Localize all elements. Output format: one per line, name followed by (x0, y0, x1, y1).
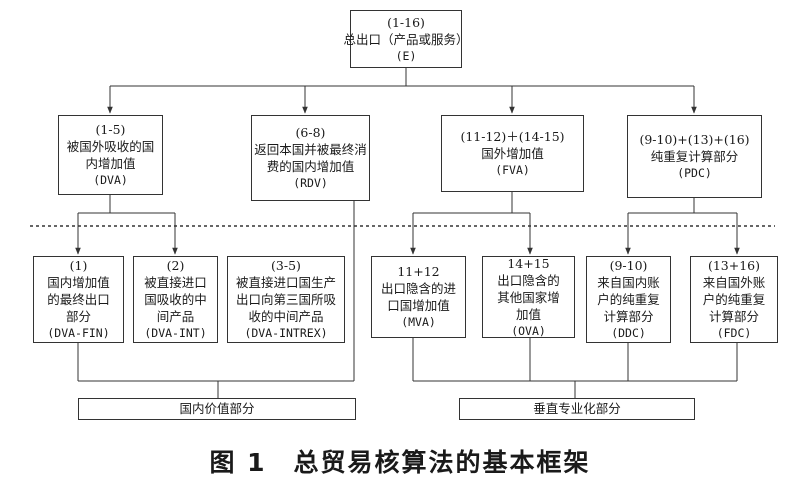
group-domestic-value: 国内价值部分 (78, 398, 356, 420)
node-range: (1-16) (387, 14, 425, 30)
node-text-line: 部分 (65, 309, 91, 324)
node-text-line: 国吸收的中 (144, 292, 207, 307)
node-text-line: 口国增加值 (387, 298, 450, 313)
node-text-line: (9-10) (609, 258, 648, 273)
node-code: (OVA) (511, 323, 546, 338)
node-text-line: 收的中间产品 (248, 309, 324, 324)
node-fdc: (13+16) 来自国外账 户的纯重复 计算部分 (FDC) (690, 256, 778, 343)
node-text-line: 计算部分 (708, 309, 759, 324)
node-dva-intrex: (3-5) 被直接进口国生产 出口向第三国所吸 收的中间产品 (DVA-INTR… (227, 256, 345, 343)
node-dva-fin: (1) 国内增加值 的最终出口 部分 (DVA-FIN) (33, 256, 124, 343)
node-text-line: 纯重复计算部分 (650, 149, 739, 164)
node-mva: 11+12 出口隐含的进 口国增加值 (MVA) (371, 256, 466, 338)
node-text-line: (13+16) (707, 258, 761, 273)
node-code: (RDV) (293, 176, 328, 190)
node-text-line: 的最终出口 (47, 292, 110, 307)
node-code: (PDC) (677, 166, 712, 180)
node-code: (E) (395, 48, 417, 63)
node-text-line: 来自国内账 (597, 275, 660, 290)
node-text-line: 出口隐含的进 (380, 281, 456, 296)
node-code: (FDC) (716, 326, 752, 340)
node-ova: 14+15 出口隐含的 其他国家增 加值 (OVA) (482, 256, 575, 338)
node-total-exports: (1-16) 总出口（产品或服务） (E) (344, 10, 469, 68)
node-text-line: 户的纯重复 (702, 292, 766, 307)
node-code: (DVA-FIN) (47, 326, 110, 340)
node-text-line: (11-12)＋(14-15) (460, 129, 565, 144)
node-text-line: 11+12 (397, 264, 440, 279)
node-text-line: 计算部分 (603, 309, 654, 324)
node-text-line: 费的国内增加值 (266, 159, 355, 174)
node-text-line: (9-10)+(13)+(16) (639, 132, 750, 147)
node-pdc: (9-10)+(13)+(16) 纯重复计算部分 (PDC) (627, 115, 762, 198)
node-text-line: (2) (166, 258, 185, 273)
node-code: (DVA) (93, 173, 128, 187)
node-dva: (1-5) 被国外吸收的国 内增加值 (DVA) (58, 115, 163, 195)
node-text-line: (6-8) (295, 125, 326, 140)
node-dva-int: (2) 被直接进口 国吸收的中 间产品 (DVA-INT) (133, 256, 218, 343)
node-code: (DVA-INT) (144, 326, 207, 340)
node-text-line: 出口向第三国所吸 (235, 292, 336, 307)
node-code: (FVA) (495, 163, 530, 177)
node-text-line: 出口隐含的 (497, 272, 560, 288)
node-code: (DDC) (611, 326, 646, 340)
node-code: (DVA-INTREX) (244, 326, 328, 340)
node-text-line: (3-5) (271, 258, 301, 273)
node-code: (MVA) (401, 315, 436, 329)
node-text-line: 被直接进口 (144, 275, 207, 290)
node-text-line: 户的纯重复 (597, 292, 660, 307)
node-rdv: (6-8) 返回本国并被最终消 费的国内增加值 (RDV) (251, 115, 370, 201)
node-text-line: 间产品 (156, 309, 195, 324)
node-label: 总出口（产品或服务） (343, 31, 469, 47)
node-fva: (11-12)＋(14-15) 国外增加值 (FVA) (441, 115, 584, 192)
node-text-line: 被直接进口国生产 (235, 275, 336, 290)
figure-caption: 图 1 总贸易核算法的基本框架 (209, 448, 591, 477)
group-vertical-specialization: 垂直专业化部分 (459, 398, 695, 420)
node-text-line: 被国外吸收的国 (66, 139, 155, 154)
node-text-line: 加值 (515, 306, 541, 322)
node-text-line: (1-5) (95, 122, 126, 137)
node-text-line: 国内增加值 (47, 275, 110, 290)
node-text-line: 返回本国并被最终消 (254, 142, 367, 157)
node-text-line: 内增加值 (85, 156, 136, 171)
node-ddc: (9-10) 来自国内账 户的纯重复 计算部分 (DDC) (586, 256, 671, 343)
node-text-line: 国外增加值 (481, 146, 544, 161)
node-text-line: (1) (69, 258, 88, 273)
node-text-line: 其他国家增 (497, 289, 560, 305)
node-text-line: 来自国外账 (702, 275, 766, 290)
node-text-line: 14+15 (507, 255, 550, 271)
